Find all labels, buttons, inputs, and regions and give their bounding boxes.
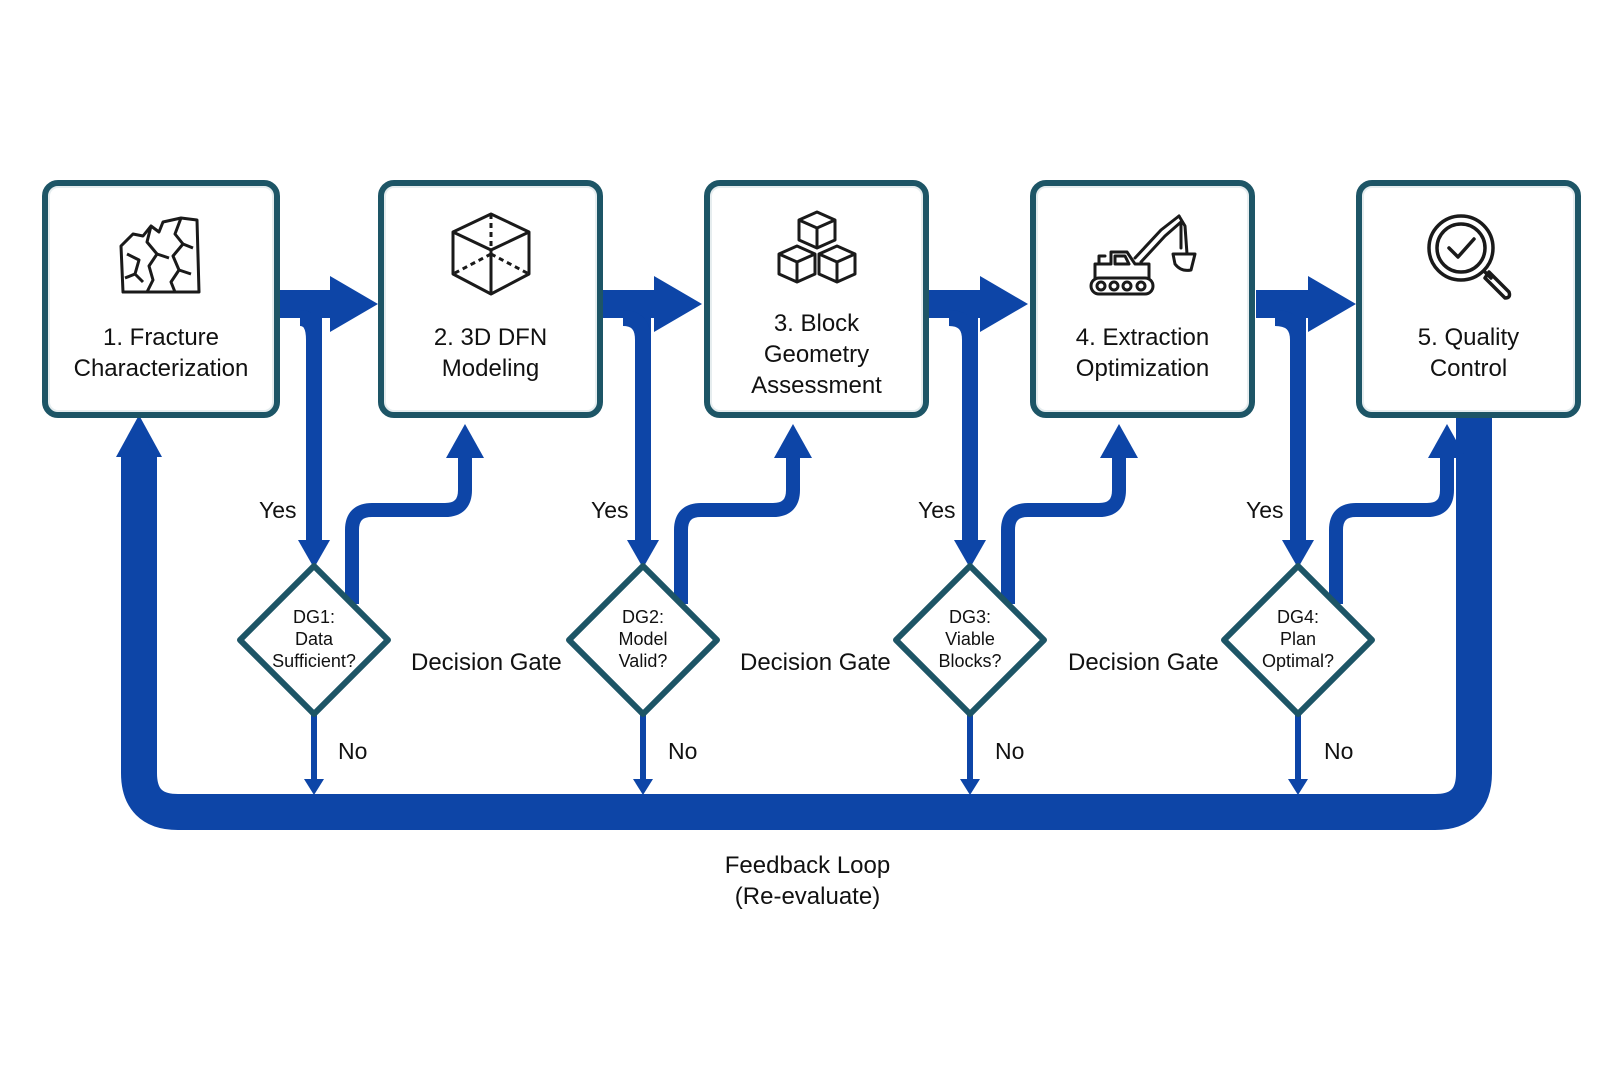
no-arrowhead-4 — [1288, 779, 1308, 795]
no-label-4: No — [1324, 738, 1354, 764]
advance-arrow-4 — [1329, 458, 1454, 604]
yes-label-1: Yes — [259, 497, 297, 523]
no-label-1: No — [338, 738, 368, 764]
decision-gate-1 — [237, 563, 391, 717]
gate-text-3: DG3: Viable Blocks? — [938, 607, 1002, 671]
yes-label-3: Yes — [918, 497, 956, 523]
step-box-1: 1. Fracture Characterization — [42, 180, 280, 418]
advance-arrowhead-2 — [774, 424, 812, 458]
step-label-4: 4. Extraction Optimization — [1075, 324, 1210, 382]
gate-caption-3: Decision Gate — [1068, 649, 1219, 676]
no-label-2: No — [668, 738, 698, 764]
step-box-5: 5. Quality Control — [1356, 180, 1581, 418]
advance-arrowhead-1 — [446, 424, 484, 458]
step-label-5: 5. Quality Control — [1417, 324, 1520, 382]
step-label-3: 3. Block Geometry Assessment — [751, 310, 882, 399]
decision-gate-2 — [566, 563, 720, 717]
step-box-3: 3. Block Geometry Assessment — [704, 180, 929, 418]
step-label-2: 2. 3D DFN Modeling — [433, 324, 548, 382]
advance-arrowhead-4 — [1428, 424, 1466, 458]
advance-arrow-2 — [674, 458, 800, 604]
no-arrowhead-1 — [304, 779, 324, 795]
cube-icon — [451, 212, 530, 296]
yes-arrow-curve-3 — [948, 310, 978, 341]
decision-gate-3 — [893, 563, 1047, 717]
yes-label-2: Yes — [591, 497, 629, 523]
feedback-loop-label: Feedback Loop (Re-evaluate) — [724, 852, 891, 910]
gate-caption-1: Decision Gate — [411, 649, 562, 676]
advance-arrow-3 — [1001, 458, 1126, 604]
excavator-icon — [1089, 214, 1196, 296]
gate-text-1: DG1: Data Sufficient? — [272, 607, 356, 671]
gate-caption-2: Decision Gate — [740, 649, 891, 676]
feedback-loop-arrow — [121, 412, 1492, 830]
step-label-1: 1. Fracture Characterization — [73, 324, 249, 382]
yes-arrow-curve-4 — [1274, 310, 1306, 341]
gate-text-2: DG2: Model Valid? — [618, 607, 668, 671]
yes-arrow-curve-1 — [299, 310, 322, 341]
decision-gate-4 — [1221, 563, 1375, 717]
no-label-3: No — [995, 738, 1025, 764]
gate-text-4: DG4: Plan Optimal? — [1261, 607, 1335, 671]
yes-arrowhead-2 — [627, 540, 659, 568]
gate-arrows — [237, 310, 1466, 795]
no-arrowhead-3 — [960, 779, 980, 795]
feedback-loop-arrowhead-outer — [122, 424, 156, 458]
advance-arrowhead-3 — [1100, 424, 1138, 458]
yes-arrowhead-1 — [298, 540, 330, 568]
stacked-blocks-icon — [777, 210, 856, 284]
step-box-2: 2. 3D DFN Modeling — [378, 180, 603, 418]
fractured-rock-icon — [119, 216, 201, 294]
yes-label-4: Yes — [1246, 497, 1284, 523]
yes-arrowhead-4 — [1282, 540, 1314, 568]
step-box-4: 4. Extraction Optimization — [1030, 180, 1255, 418]
advance-arrow-1 — [345, 458, 472, 604]
yes-arrowhead-3 — [954, 540, 986, 568]
no-arrowhead-2 — [633, 779, 653, 795]
yes-arrow-curve-2 — [622, 310, 651, 341]
magnifier-check-icon — [1426, 214, 1511, 300]
